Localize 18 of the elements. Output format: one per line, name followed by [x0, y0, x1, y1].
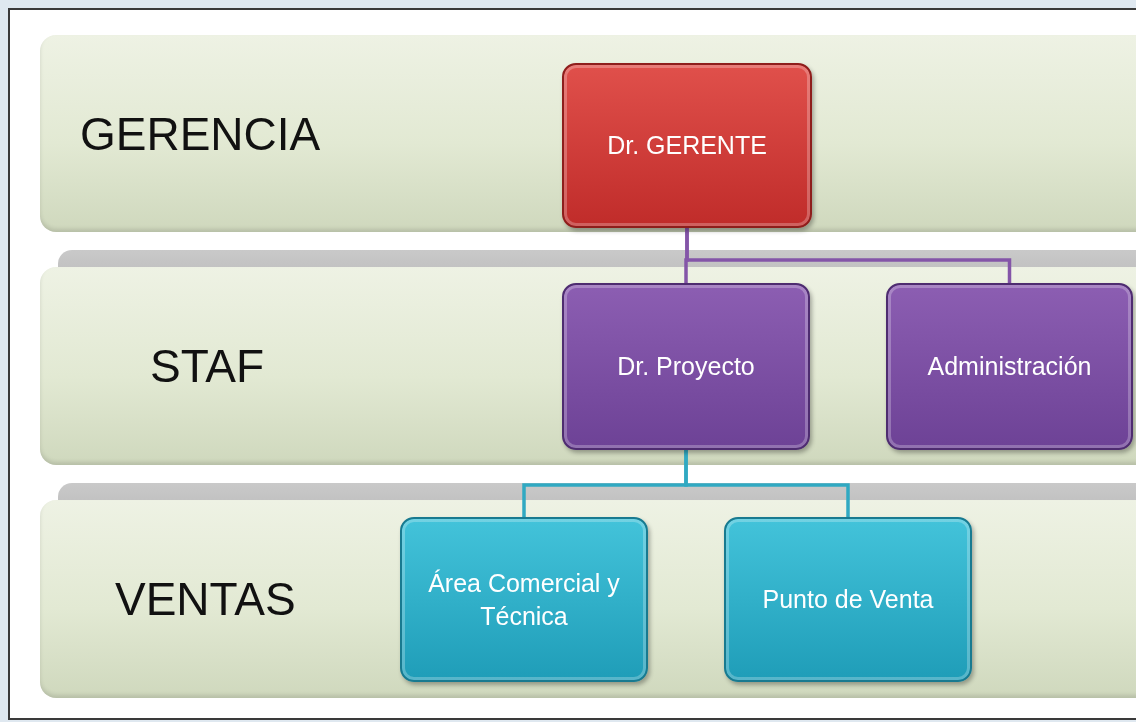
level-band: [40, 35, 1136, 232]
connector-line: [684, 450, 850, 517]
level-band: [40, 267, 1136, 465]
level-band: [40, 500, 1136, 698]
org-box: [400, 517, 648, 682]
level-label: GERENCIA: [80, 106, 321, 161]
org-box: [724, 517, 972, 682]
org-box: [562, 63, 812, 228]
org-box: [562, 283, 810, 450]
org-box: [886, 283, 1133, 450]
box-label: Punto de Venta: [762, 584, 934, 616]
box-label: Administración: [927, 351, 1092, 383]
box-label: Área Comercial y Técnica: [427, 568, 621, 632]
level-label: STAF: [150, 339, 265, 393]
box-label: Dr. GERENTE: [607, 130, 767, 162]
box-label: Dr. Proyecto: [617, 351, 755, 383]
connector-line: [685, 228, 1012, 283]
level-label: VENTAS: [115, 572, 296, 626]
